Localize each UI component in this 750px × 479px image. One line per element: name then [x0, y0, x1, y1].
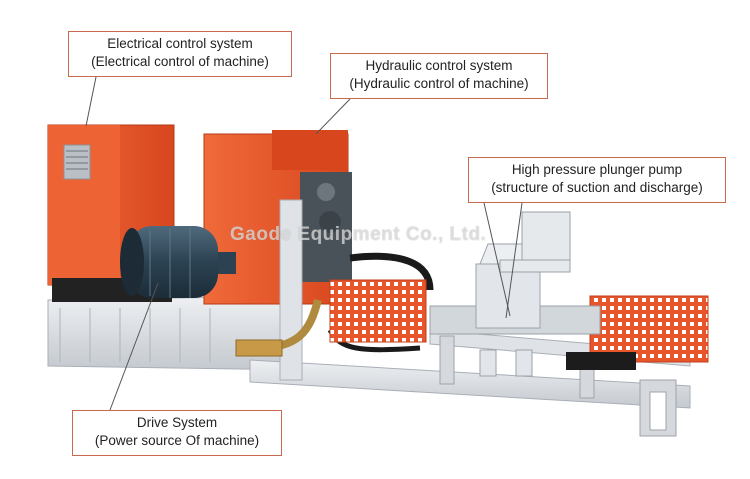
- plunger-pump: [429, 211, 636, 377]
- callout-electrical-control: Electrical control system (Electrical co…: [68, 31, 292, 77]
- callout-subtitle: (structure of suction and discharge): [491, 180, 703, 195]
- callout-title: High pressure plunger pump: [511, 162, 683, 177]
- callout-subtitle: (Hydraulic control of machine): [349, 76, 529, 91]
- callout-hydraulic-control: Hydraulic control system (Hydraulic cont…: [330, 53, 548, 99]
- callout-drive-system: Drive System (Power source Of machine): [72, 410, 282, 456]
- callout-title: Electrical control system: [107, 36, 253, 51]
- callout-title: Drive System: [136, 415, 218, 430]
- base-frame: [47, 295, 691, 437]
- mesh-guards: [329, 279, 709, 363]
- callout-subtitle: (Electrical control of machine): [91, 54, 269, 69]
- leader-lines: [85, 76, 523, 411]
- callout-plunger-pump: High pressure plunger pump (structure of…: [468, 157, 726, 203]
- electric-motor: [120, 226, 236, 298]
- callout-title: Hydraulic control system: [365, 58, 513, 73]
- callout-subtitle: (Power source Of machine): [94, 433, 260, 448]
- watermark: Gaode Equipment Co., Ltd.: [230, 224, 487, 245]
